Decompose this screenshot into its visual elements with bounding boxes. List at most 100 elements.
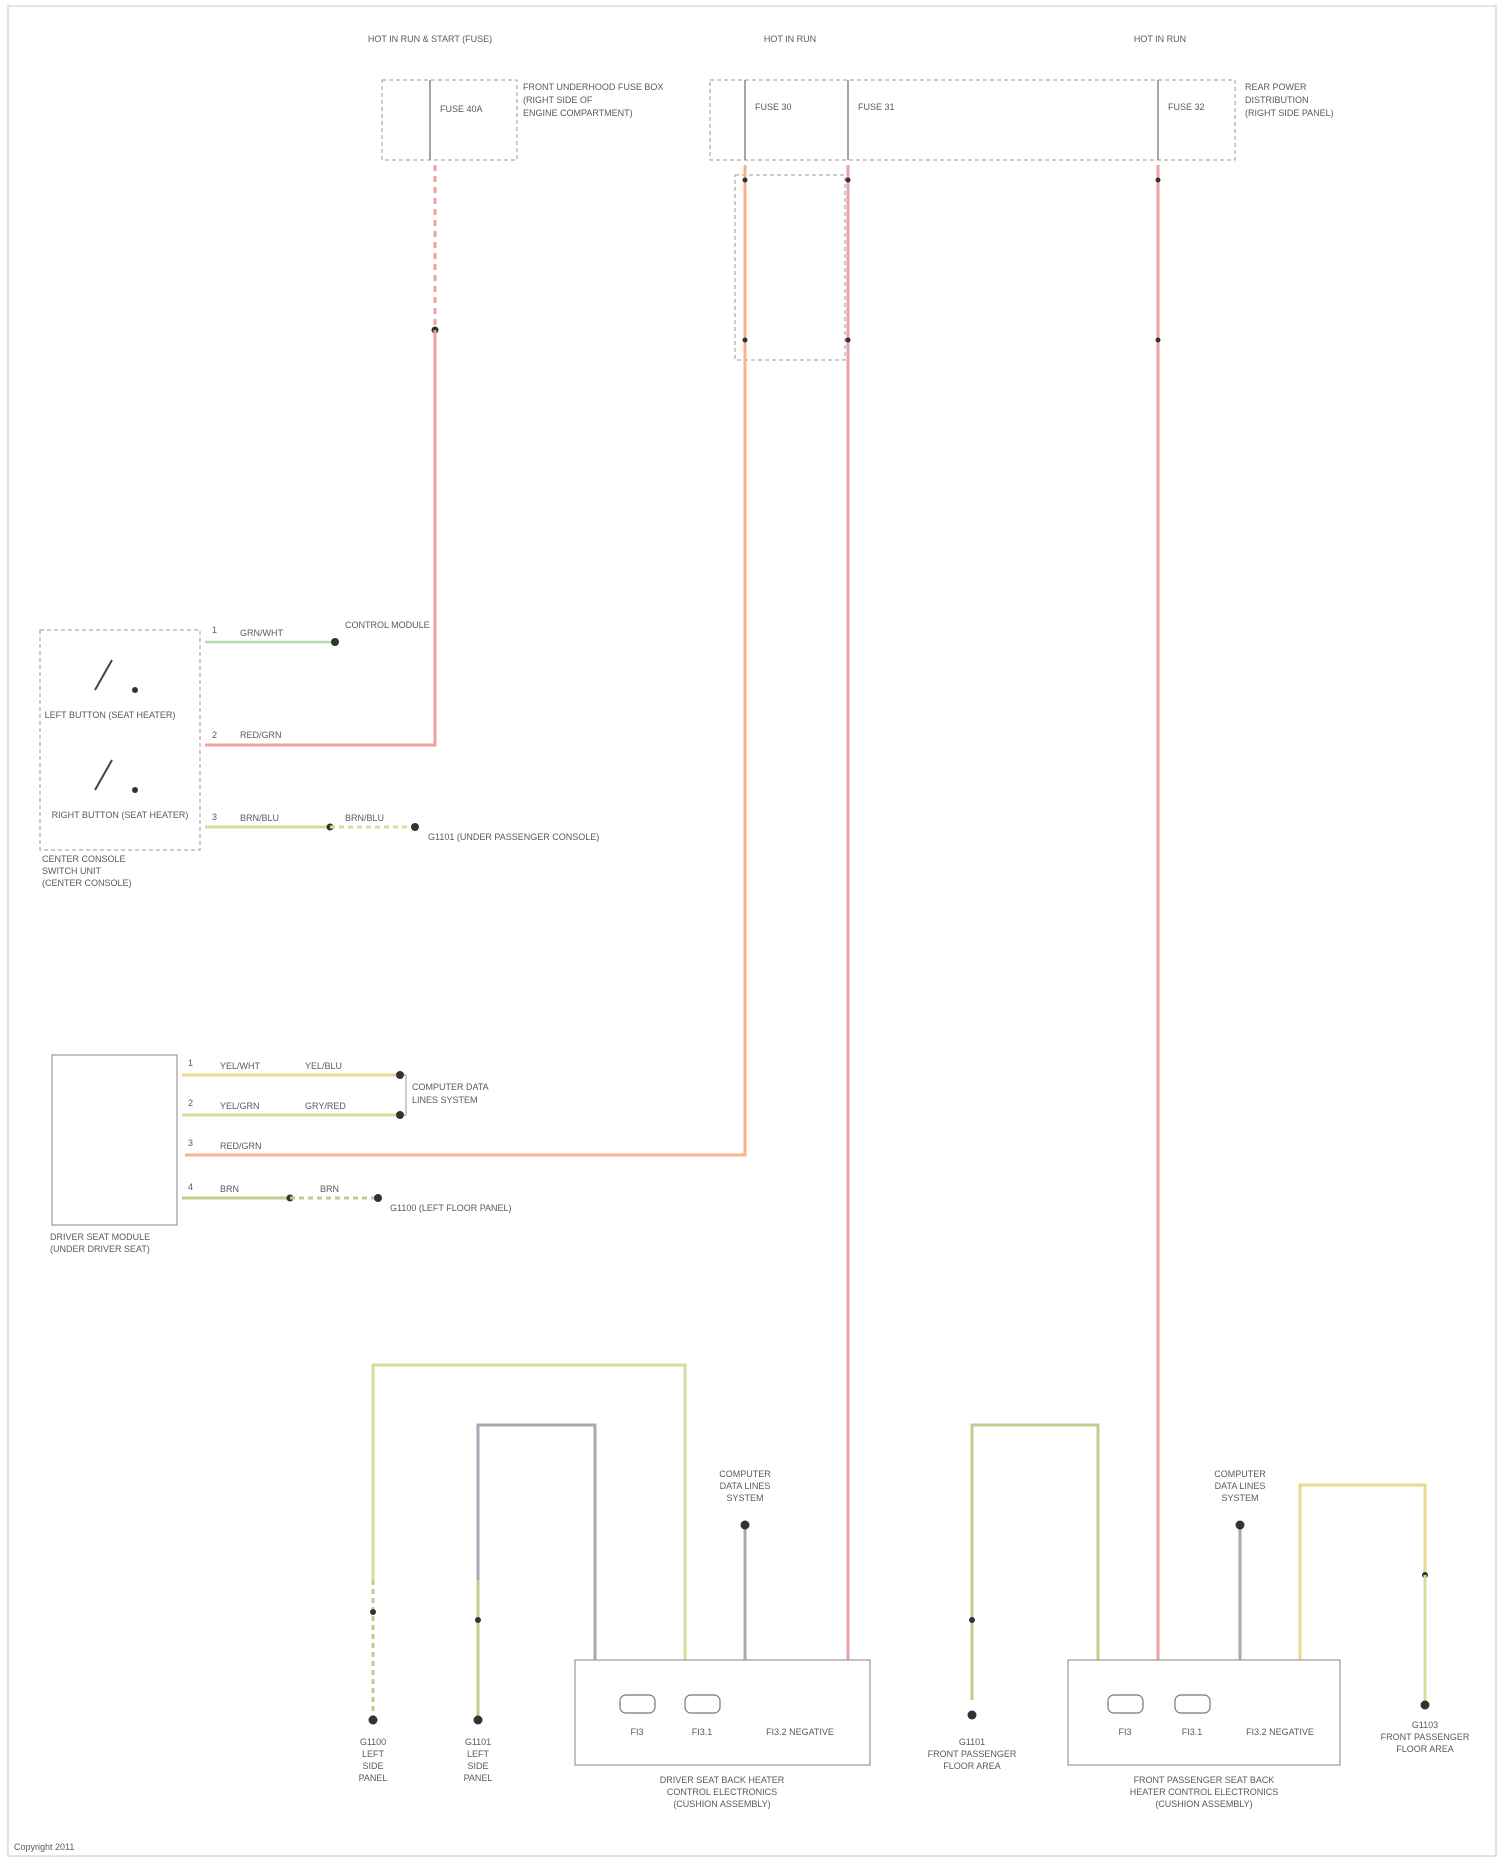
driver-term-1: FI3 <box>630 1727 643 1737</box>
seat-wire-3-color: RED/GRN <box>220 1141 262 1151</box>
passenger-heater-caption-3: (CUSHION ASSEMBLY) <box>1155 1799 1252 1809</box>
switch-caption-1: CENTER CONSOLE <box>42 854 126 864</box>
fuse-box-outline-1 <box>382 80 517 160</box>
seat-ground-g1100 <box>374 1194 382 1202</box>
fuse-label-2: FUSE 30 <box>755 102 792 112</box>
fuse-location-1c: ENGINE COMPARTMENT) <box>523 108 633 118</box>
driver-ground-2-l1: G1101 <box>465 1737 491 1747</box>
passenger-ground-dot-2 <box>1421 1701 1430 1710</box>
driver-ground-1-l2: LEFT <box>362 1749 385 1759</box>
seat-module-box <box>52 1055 177 1225</box>
wire-2 <box>185 165 745 1155</box>
seat-dest-1: COMPUTER DATA <box>412 1082 489 1092</box>
driver-ground-2-l2: LEFT <box>467 1749 490 1759</box>
driver-heater-caption-3: (CUSHION ASSEMBLY) <box>673 1799 770 1809</box>
switch-pin-3: 3 <box>212 812 217 822</box>
driver-splice-1 <box>370 1609 376 1615</box>
driver-ground-dot-2 <box>474 1716 483 1725</box>
driver-ground-label-2: DATA LINES <box>720 1481 771 1491</box>
switch-caption-3: (CENTER CONSOLE) <box>42 878 132 888</box>
fuse-block-4: HOT IN RUN FUSE 32 REAR POWER DISTRIBUTI… <box>1134 34 1334 160</box>
seat-wire-2-end <box>396 1111 404 1119</box>
left-switch-symbol <box>95 660 112 690</box>
inline-connector-box <box>735 175 845 360</box>
driver-ground-label-1: COMPUTER <box>719 1469 771 1479</box>
left-switch-label: LEFT BUTTON (SEAT HEATER) <box>45 710 176 720</box>
driver-ground-label-3: SYSTEM <box>726 1493 763 1503</box>
pin-mark-1 <box>743 178 748 183</box>
fuse-block-1: HOT IN RUN & START (FUSE) FUSE 40A FRONT… <box>368 34 664 160</box>
pin-mark-5 <box>846 338 851 343</box>
passenger-ground-1-l2: FRONT PASSENGER <box>928 1749 1017 1759</box>
switch-wire-1-dest: CONTROL MODULE <box>345 620 430 630</box>
right-switch-symbol <box>95 760 112 790</box>
pin-mark-4 <box>743 338 748 343</box>
passenger-ground-label-3: SYSTEM <box>1221 1493 1258 1503</box>
wire-1-lower <box>205 330 435 745</box>
passenger-ground-label-2: DATA LINES <box>1215 1481 1266 1491</box>
seat-pin-1: 1 <box>188 1058 193 1068</box>
switch-ground-label: G1101 (UNDER PASSENGER CONSOLE) <box>428 832 599 842</box>
switch-wire-2-color: RED/GRN <box>240 730 282 740</box>
seat-wire-2-color2: GRY/RED <box>305 1101 346 1111</box>
driver-heater-group: G1100 LEFT SIDE PANEL G1101 LEFT SIDE PA… <box>359 1365 870 1809</box>
seat-ground-label: G1100 (LEFT FLOOR PANEL) <box>390 1203 512 1213</box>
fuse-location-1b: (RIGHT SIDE OF <box>523 95 593 105</box>
fuse-location-4b: DISTRIBUTION <box>1245 95 1309 105</box>
driver-terminal-1-icon <box>620 1695 655 1713</box>
passenger-loop-olive <box>972 1425 1098 1700</box>
pin-mark-2 <box>846 178 851 183</box>
left-switch-contact <box>132 687 138 693</box>
driver-heater-caption-2: CONTROL ELECTRONICS <box>667 1787 777 1797</box>
fuse-header-4: HOT IN RUN <box>1134 34 1186 44</box>
switch-wire-3-color2: BRN/BLU <box>345 813 384 823</box>
seat-module-caption-1: DRIVER SEAT MODULE <box>50 1232 150 1242</box>
switch-pin-1: 1 <box>212 625 217 635</box>
driver-loop-gray <box>478 1425 595 1660</box>
driver-splice-2 <box>475 1617 481 1623</box>
passenger-heater-caption-2: HEATER CONTROL ELECTRONICS <box>1130 1787 1279 1797</box>
driver-loop-yellow <box>373 1365 685 1660</box>
fuse-label-3: FUSE 31 <box>858 102 895 112</box>
seat-wire-4-color2: BRN <box>320 1184 339 1194</box>
passenger-ground-2-l2: FRONT PASSENGER <box>1381 1732 1470 1742</box>
fuse-location-4c: (RIGHT SIDE PANEL) <box>1245 108 1334 118</box>
driver-ground-2-l3: SIDE <box>467 1761 488 1771</box>
seat-pin-4: 4 <box>188 1182 193 1192</box>
switch-caption-2: SWITCH UNIT <box>42 866 101 876</box>
footer-copyright: Copyright 2011 <box>14 1842 74 1852</box>
passenger-ground-dot-1 <box>968 1711 977 1720</box>
seat-dest-bracket <box>404 1075 406 1115</box>
fuse-label-4: FUSE 32 <box>1168 102 1205 112</box>
pin-mark-6 <box>1156 338 1161 343</box>
seat-wire-1-color2: YEL/BLU <box>305 1061 342 1071</box>
passenger-ground-label-1: COMPUTER <box>1214 1469 1266 1479</box>
switch-wire-3-color: BRN/BLU <box>240 813 279 823</box>
passenger-ground-2-l3: FLOOR AREA <box>1396 1744 1454 1754</box>
passenger-ground-dot-computer <box>1236 1521 1245 1530</box>
seat-wire-2-color: YEL/GRN <box>220 1101 260 1111</box>
passenger-ground-1-l1: G1101 <box>959 1737 985 1747</box>
driver-ground-1-l3: SIDE <box>362 1761 383 1771</box>
driver-terminal-2-icon <box>685 1695 720 1713</box>
seat-wire-4-color: BRN <box>220 1184 239 1194</box>
passenger-term-2: FI3.1 <box>1182 1727 1203 1737</box>
switch-wire-1-color: GRN/WHT <box>240 628 283 638</box>
fuse-block-2: HOT IN RUN FUSE 30 FUSE 31 <box>710 34 1235 160</box>
switch-pin-2: 2 <box>212 730 217 740</box>
passenger-term-1: FI3 <box>1118 1727 1131 1737</box>
passenger-ground-2-l1: G1103 <box>1412 1720 1438 1730</box>
passenger-term-3: FI3.2 NEGATIVE <box>1246 1727 1314 1737</box>
seat-module-caption-2: (UNDER DRIVER SEAT) <box>50 1244 150 1254</box>
passenger-splice-1 <box>969 1617 975 1623</box>
fuse-label-1: FUSE 40A <box>440 104 483 114</box>
driver-heater-box <box>575 1660 870 1765</box>
pin-mark-3 <box>1156 178 1161 183</box>
switch-wire-1-end <box>331 638 339 646</box>
passenger-ground-1-l3: FLOOR AREA <box>943 1761 1001 1771</box>
driver-ground-dot-1 <box>369 1716 378 1725</box>
passenger-loop-yellow <box>1300 1485 1425 1660</box>
driver-term-2: FI3.1 <box>692 1727 713 1737</box>
driver-ground-1-l1: G1100 <box>360 1737 386 1747</box>
